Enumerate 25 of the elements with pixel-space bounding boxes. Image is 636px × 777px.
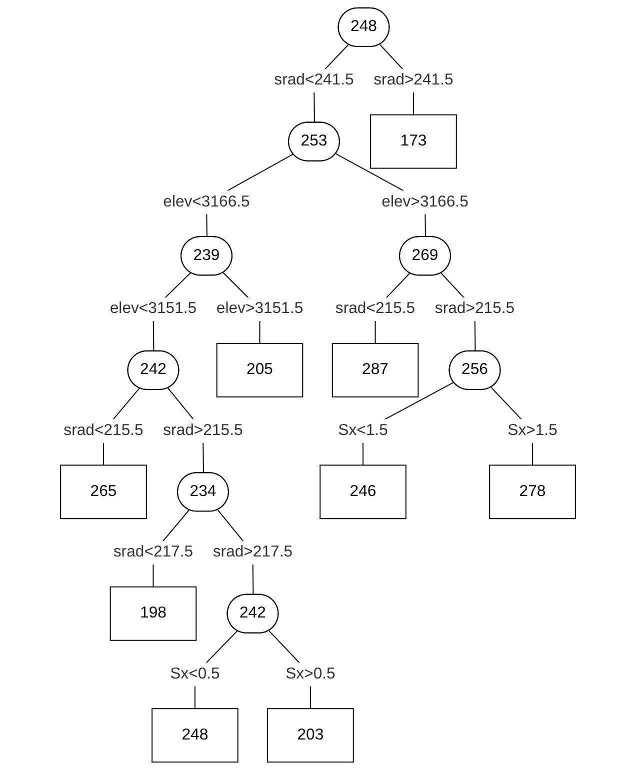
edge-label: elev<3151.5 [110, 300, 197, 318]
edge-label: Sx<1.5 [338, 422, 388, 439]
node-box: 198 [110, 586, 197, 641]
node-box: 265 [60, 464, 147, 520]
node-box: 203 [267, 708, 354, 763]
edge-label: Sx>0.5 [286, 666, 336, 682]
edge-label: elev>3151.5 [216, 300, 304, 318]
edge-label: elev<3166.5 [163, 193, 250, 210]
edge-label: srad>215.5 [434, 300, 515, 318]
edge-label: Sx>1.5 [508, 422, 558, 439]
edge-label: elev>3166.5 [382, 193, 468, 210]
edge-label: Sx<0.5 [170, 666, 220, 682]
node-box: 278 [489, 464, 576, 520]
node-box: 248 [152, 708, 238, 763]
edge-label: srad>241.5 [374, 72, 454, 89]
node-box: 173 [370, 114, 457, 169]
edge-label: srad<215.5 [64, 422, 144, 439]
node-box: 287 [332, 342, 419, 398]
edge-label: srad<215.5 [335, 300, 416, 318]
node-box: 246 [320, 464, 406, 520]
edge-label: srad<241.5 [274, 72, 354, 89]
node-box: 205 [216, 342, 304, 398]
edge-label: srad>215.5 [163, 422, 243, 439]
edge-label: srad>217.5 [212, 544, 293, 561]
edge-label: srad<217.5 [113, 544, 194, 561]
